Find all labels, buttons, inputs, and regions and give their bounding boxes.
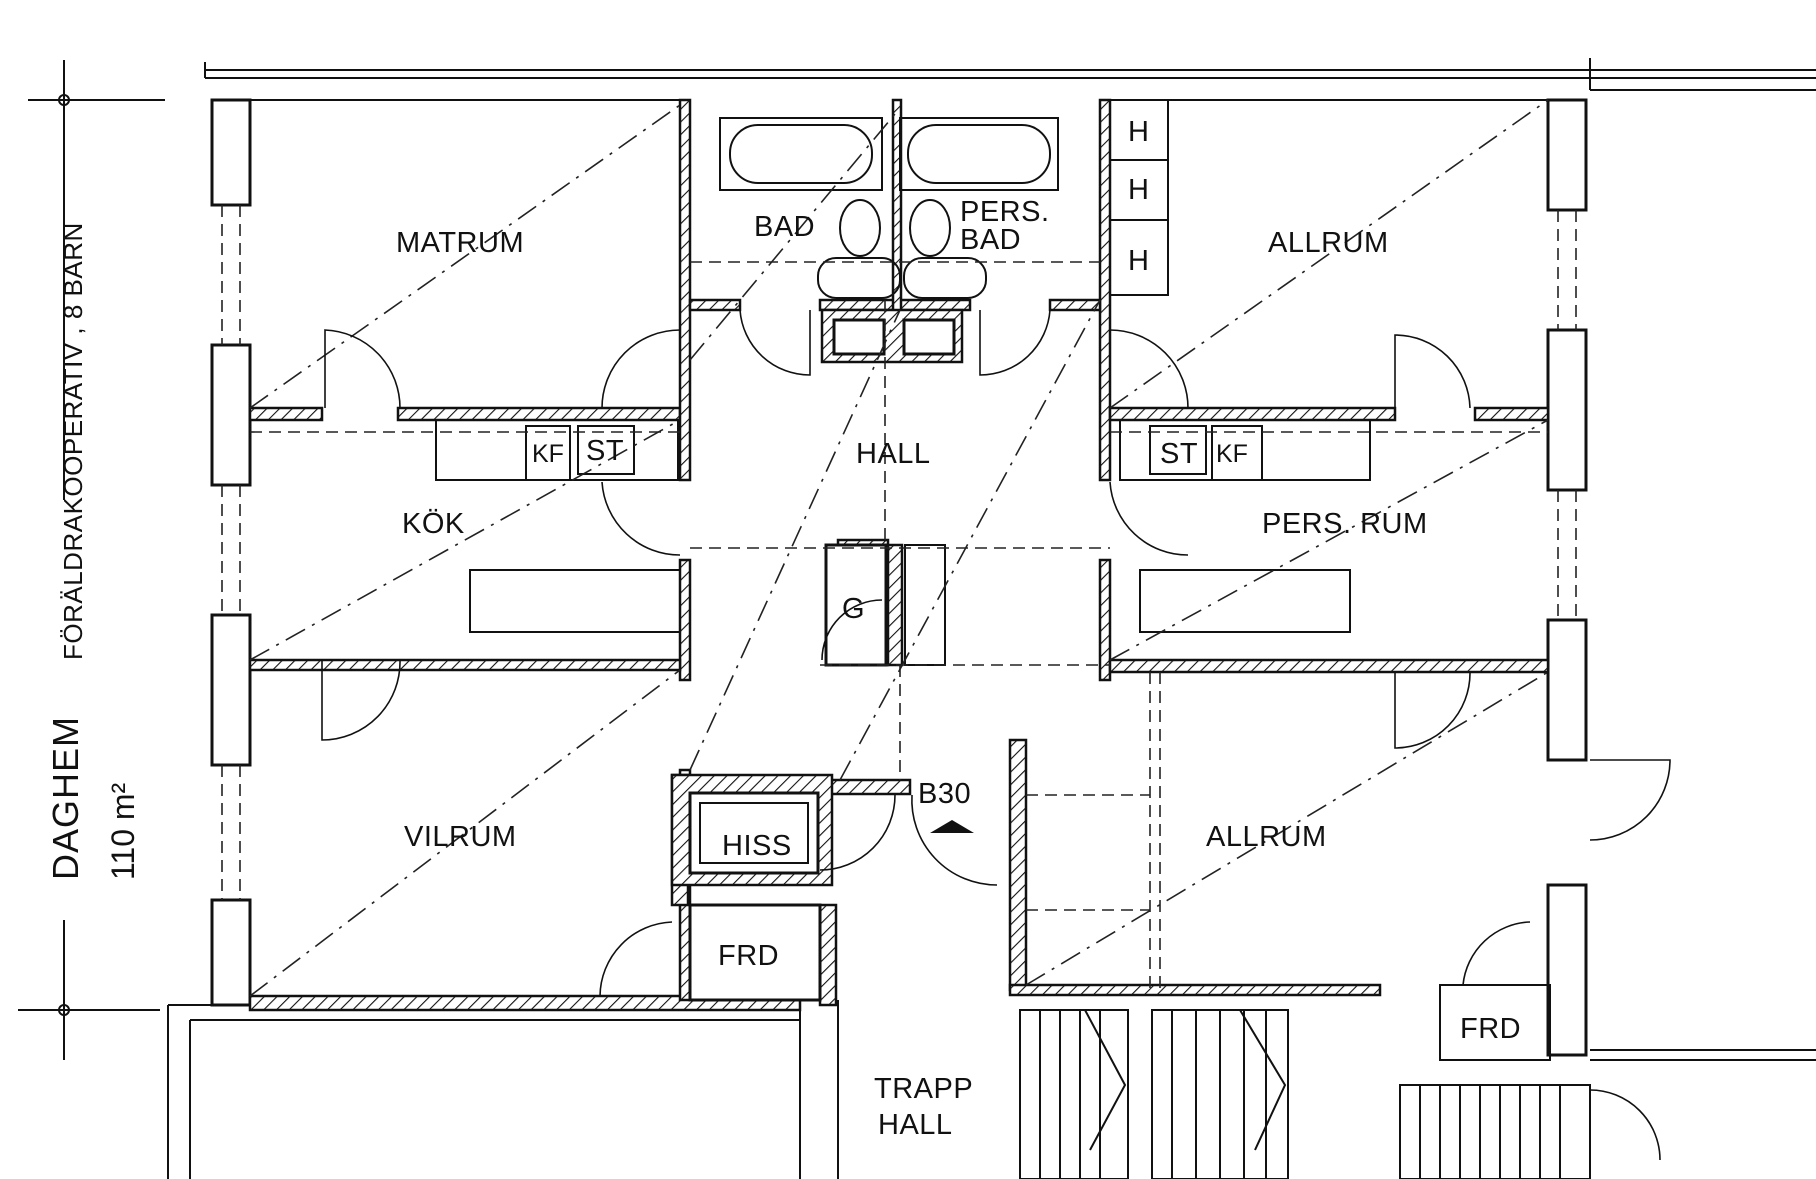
label-frd-right: FRD — [1460, 1013, 1521, 1045]
label-kf-right: KF — [1216, 440, 1248, 468]
label-h-1: H — [1128, 116, 1149, 148]
label-allrum-bottom: ALLRUM — [1206, 821, 1327, 853]
label-h-2: H — [1128, 174, 1149, 206]
label-st-right: ST — [1160, 438, 1198, 470]
label-frd-left: FRD — [718, 940, 779, 972]
label-kf-left: KF — [532, 440, 564, 468]
label-kok: KÖK — [402, 508, 465, 540]
guide-lines — [249, 99, 1549, 997]
label-h-3: H — [1128, 245, 1149, 277]
caption-area: 110 m² — [105, 782, 141, 880]
label-st-left: ST — [586, 435, 624, 467]
label-bad: BAD — [754, 211, 815, 243]
stairs — [1019, 1009, 1591, 1179]
label-trapp: TRAPP — [874, 1073, 973, 1105]
side-caption: DAGHEM FÖRÄLDRAKOOPERATIV , 8 BARN 110 m… — [18, 60, 165, 1060]
label-hiss: HISS — [722, 830, 792, 862]
label-hall: HALL — [856, 438, 931, 470]
fixtures — [435, 99, 1551, 1061]
label-g: G — [842, 593, 865, 625]
caption-subtitle: FÖRÄLDRAKOOPERATIV , 8 BARN — [58, 222, 88, 660]
label-pers-bad-line1: PERS. — [960, 196, 1050, 228]
label-trapp-hall: HALL — [878, 1109, 953, 1141]
outer-walls — [167, 58, 1816, 1179]
label-pers-bad-line2: BAD — [960, 224, 1021, 256]
label-pers-rum: PERS. RUM — [1262, 508, 1428, 540]
caption-title: DAGHEM — [45, 716, 86, 880]
doors — [321, 309, 1671, 1161]
room-labels: MATRUM BAD PERS. BAD H H H ALLRUM KÖK KF… — [396, 116, 1521, 1141]
label-matrum: MATRUM — [396, 227, 524, 259]
label-vilrum: VILRUM — [404, 821, 517, 853]
label-allrum-top: ALLRUM — [1268, 227, 1389, 259]
label-b30: B30 — [918, 778, 971, 810]
